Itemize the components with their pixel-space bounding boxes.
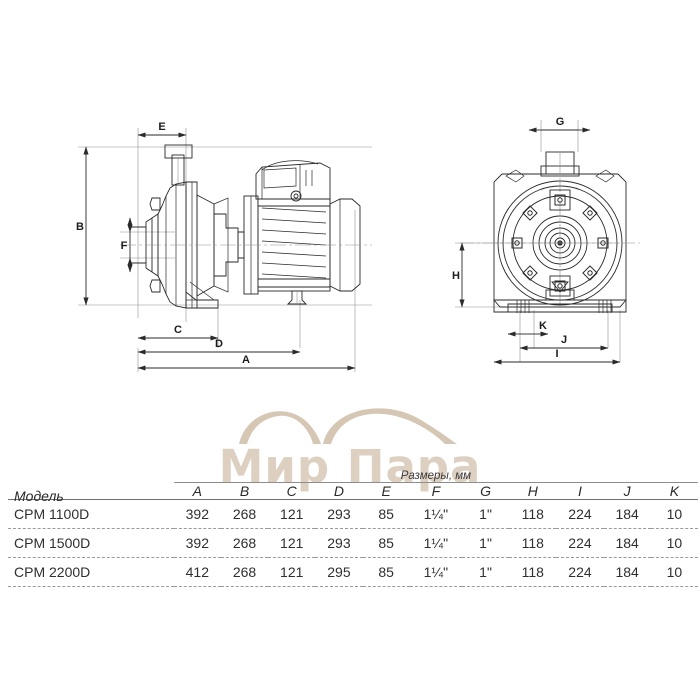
column-header-G: G [480,483,491,499]
column-header-E: E [381,483,391,499]
cell-H: 118 [509,528,557,558]
cell-G: 1" [461,499,510,529]
model-name: CPM 2200D [8,557,174,587]
column-header-B: B [239,483,250,499]
model-name: CPM 1500D [8,528,174,558]
dim-label-D: D [215,338,223,350]
cell-D: 295 [315,557,363,587]
cell-H: 118 [509,499,557,529]
table-column-letters-row: A B C D E F G H I J K [8,483,698,499]
cell-F: 1¼" [409,499,462,529]
cell-H: 118 [509,557,557,587]
column-header-C: C [286,483,297,499]
dimensions-group-header: Размеры, мм [173,470,698,483]
cell-A: 412 [173,557,221,587]
cell-F: 1¼" [409,528,462,558]
cell-B: 268 [220,528,269,558]
cell-B: 268 [220,557,269,587]
table-row[interactable]: CPM 2200D 412 268 121 295 85 1¼" 1" 118 … [8,557,698,587]
cell-J: 184 [603,528,651,558]
cell-F: 1¼" [409,557,462,587]
cell-J: 184 [603,557,651,587]
dim-label-J: J [561,334,567,346]
cell-K: 10 [650,557,698,587]
table-row[interactable]: CPM 1500D 392 268 121 293 85 1¼" 1" 118 … [8,528,698,558]
dim-label-K: K [539,320,547,332]
table-row[interactable]: CPM 1100D 392 268 121 293 85 1¼" 1" 118 … [8,499,698,529]
cell-A: 392 [173,528,221,558]
column-header-I: I [578,483,582,499]
cell-E: 85 [362,557,410,587]
column-header-H: H [527,483,538,499]
cell-E: 85 [362,528,410,558]
cell-I: 224 [556,557,604,587]
cell-E: 85 [362,499,410,529]
cell-C: 121 [268,499,316,529]
model-header-label: Модель [14,488,64,504]
cell-D: 293 [315,499,363,529]
cell-I: 224 [556,499,604,529]
dim-label-H: H [452,270,460,282]
dim-label-G: G [556,116,565,128]
cell-I: 224 [556,528,604,558]
dimensions-table: Размеры, мм A B C D E F G H I J K [0,470,700,587]
cell-G: 1" [461,528,510,558]
front-view-dimension-labels: G H K J I [452,116,567,360]
dim-label-B: B [76,221,84,233]
pump-front-view [455,120,640,362]
column-header-A: A [192,483,202,499]
column-header-D: D [333,483,344,499]
column-header-F: F [431,483,441,499]
cell-A: 392 [173,499,221,529]
dim-label-F: F [121,240,128,252]
column-header-K: K [669,483,680,499]
dim-label-A: A [242,354,250,366]
cell-D: 293 [315,528,363,558]
technical-drawing: E B F C D A [76,116,640,372]
dim-label-E: E [158,121,165,133]
side-view-dimensions [83,132,356,371]
cell-K: 10 [650,528,698,558]
dim-label-I: I [555,348,558,360]
cell-K: 10 [650,499,698,529]
cell-C: 121 [268,557,316,587]
cell-C: 121 [268,528,316,558]
table-header-rule [8,499,698,500]
front-view-dimensions [459,127,621,365]
dim-label-C: C [174,324,182,336]
model-name: CPM 1100D [8,499,174,529]
column-header-J: J [623,483,631,499]
cell-G: 1" [461,557,510,587]
table-group-header-row: Размеры, мм [8,470,698,483]
side-view-dimension-labels: E B F C D A [76,121,250,366]
cell-B: 268 [220,499,269,529]
cell-J: 184 [603,499,651,529]
